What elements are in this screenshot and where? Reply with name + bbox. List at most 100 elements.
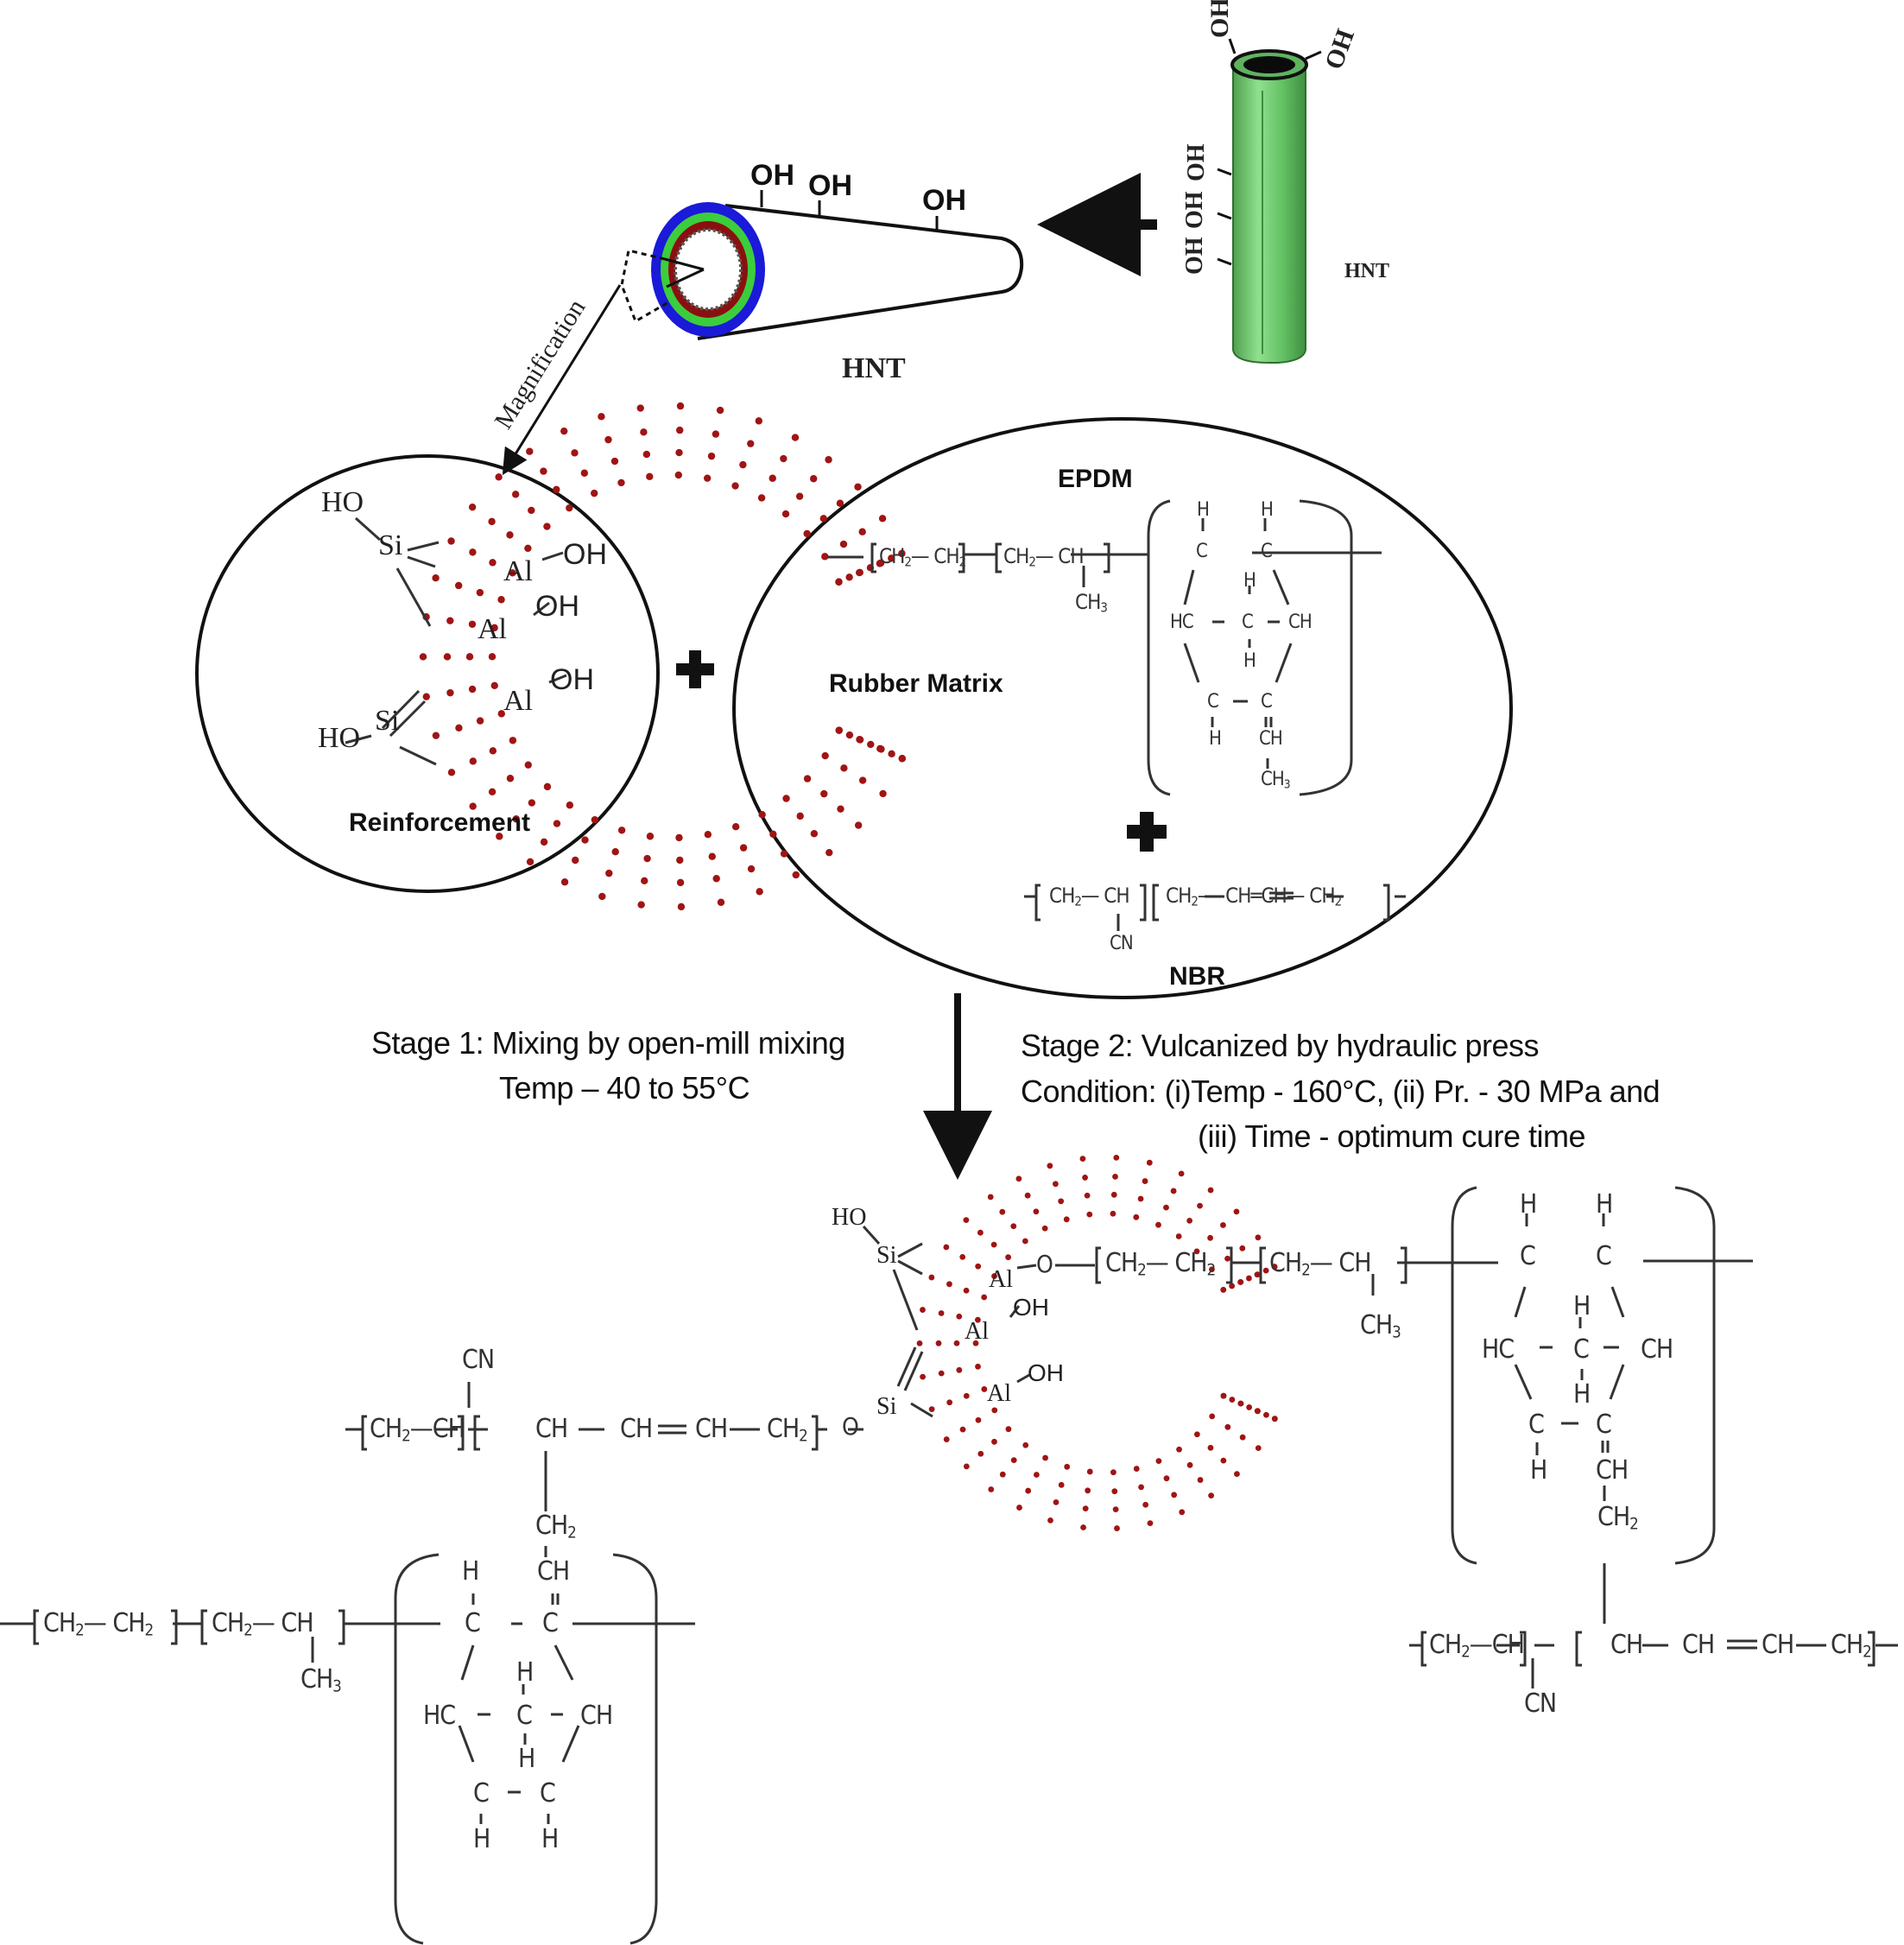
atom-ch: CH — [1682, 1630, 1715, 1660]
layer-dot — [674, 471, 682, 479]
layer-dot — [676, 426, 684, 434]
layer-dot — [845, 731, 854, 739]
layer-dot — [858, 776, 867, 784]
layer-dot — [1229, 1397, 1236, 1403]
epdm-structure-bonds — [827, 499, 1382, 796]
oh-label-tube: OH — [1183, 143, 1210, 181]
layer-dot — [1082, 1175, 1088, 1181]
layer-dot — [1262, 1267, 1269, 1274]
layer-dot — [1234, 1471, 1240, 1478]
layer-dot — [888, 554, 895, 562]
atom-h: H — [1573, 1291, 1591, 1321]
layer-dot — [468, 503, 477, 511]
oh-label-cross: OH — [750, 159, 794, 192]
nbr-methylene: CH2 — [1831, 1630, 1872, 1662]
layer-dot — [465, 653, 474, 661]
hnt-cross-label: HNT — [842, 352, 906, 384]
layer-dot — [739, 460, 747, 469]
atom-c: C — [1196, 541, 1208, 562]
hnt-cross-section — [620, 190, 1024, 340]
layer-dot — [1155, 1458, 1162, 1465]
layer-dot — [1155, 1221, 1161, 1228]
layer-dot — [877, 745, 885, 753]
layer-dot — [1239, 1245, 1246, 1251]
reinforcement-circle — [195, 454, 660, 893]
oh-label-cross: OH — [808, 169, 852, 202]
layer-dot — [543, 523, 551, 530]
layer-dot — [432, 732, 440, 739]
layer-dot — [1058, 1198, 1065, 1205]
layer-dot — [1224, 1423, 1231, 1430]
layer-dot — [553, 820, 561, 827]
layer-dot — [856, 568, 863, 577]
layer-dot — [792, 871, 800, 879]
atom-c: C — [1596, 1410, 1612, 1440]
layer-dot — [1138, 1484, 1144, 1491]
layer-dot — [879, 789, 887, 798]
atom-ch: CH — [535, 1414, 568, 1444]
layer-dot — [605, 869, 613, 877]
layer-dot — [591, 815, 599, 824]
atom-ch: CH — [695, 1414, 728, 1444]
layer-dot — [712, 430, 720, 438]
layer-dot — [780, 850, 788, 858]
layer-dot — [888, 750, 895, 758]
oh-label-tube: OH — [1181, 191, 1208, 229]
layer-dot — [916, 1340, 923, 1346]
layer-dot — [455, 724, 463, 732]
layer-dot — [1112, 1173, 1118, 1180]
atom-h: H — [1261, 499, 1274, 521]
layer-dot — [1086, 1468, 1093, 1475]
atom-ch: CH — [620, 1414, 653, 1444]
layer-dot — [975, 1263, 982, 1270]
layer-dot — [488, 788, 497, 795]
atom-ch: CH — [1596, 1455, 1629, 1486]
layer-dot — [1142, 1178, 1148, 1184]
oh-label: OH — [550, 663, 594, 696]
layer-dot — [703, 474, 712, 482]
layer-dot — [675, 833, 683, 842]
layer-dot — [1178, 1170, 1185, 1177]
atom-ch: CH — [580, 1701, 613, 1731]
atom-h: H — [1596, 1189, 1613, 1220]
layer-dot — [938, 1370, 945, 1377]
atom-o: O — [1036, 1250, 1053, 1278]
al-label: Al — [503, 685, 533, 717]
layer-dot — [757, 494, 766, 502]
layer-dot — [1024, 1192, 1031, 1199]
layer-dot — [611, 847, 619, 856]
epdm-ethylene-unit: CH2— CH2 — [43, 1608, 154, 1640]
layer-dot — [1010, 1223, 1017, 1230]
layer-dot — [1025, 1487, 1032, 1494]
layer-dot — [972, 1340, 979, 1346]
oh-label-cross: OH — [922, 184, 966, 217]
atom-c: C — [465, 1608, 481, 1638]
layer-dot — [867, 740, 875, 749]
layer-dot — [598, 413, 605, 421]
atom-h: H — [1573, 1379, 1591, 1410]
epdm-ethylene-unit: CH2— CH2 — [879, 544, 966, 570]
magnification-arrow — [502, 284, 622, 476]
layer-dot — [990, 1241, 997, 1248]
layer-dot — [540, 838, 548, 846]
layer-dot — [468, 685, 477, 694]
atom-h: H — [1209, 728, 1222, 750]
nbr-structure-bonds — [1024, 884, 1406, 931]
layer-dot — [1086, 1211, 1093, 1218]
layer-dot — [526, 447, 534, 455]
layer-dot — [1254, 1271, 1261, 1278]
layer-dot — [454, 581, 463, 590]
hnt-tube-label: HNT — [1344, 260, 1390, 282]
ho-label: HO — [318, 722, 361, 754]
layer-dot — [1047, 1517, 1053, 1524]
layer-dot — [476, 588, 484, 597]
layer-dot — [447, 769, 456, 776]
layer-dot — [560, 427, 568, 435]
layer-dot — [782, 795, 790, 802]
layer-dot — [943, 1244, 950, 1251]
atom-c: C — [516, 1701, 533, 1731]
layer-dot — [1179, 1509, 1186, 1516]
layer-dot — [959, 1253, 966, 1260]
si-label: Si — [876, 1242, 897, 1269]
nbr-methylene: CH2 — [767, 1414, 808, 1446]
